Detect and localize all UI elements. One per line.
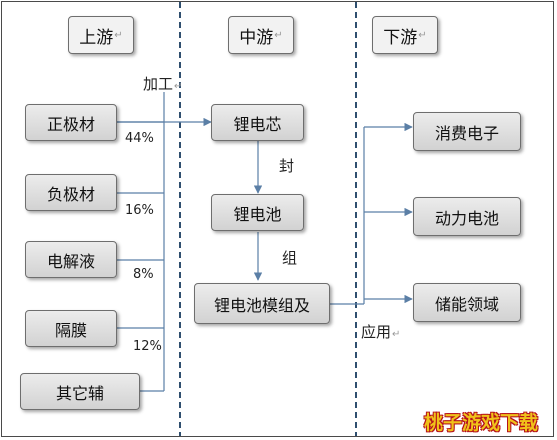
return-mark-icon: ↵: [274, 29, 283, 41]
application-label-text: 应用: [361, 323, 392, 341]
return-mark-icon: ↵: [418, 29, 427, 41]
midstream-item-module: 锂电池模组及: [194, 283, 330, 324]
upstream-item-electrolyte: 电解液: [25, 241, 117, 278]
upstream-item-label: 电解液: [46, 251, 95, 271]
midstream-item-battery: 锂电池: [211, 194, 304, 231]
header-midstream: 中游↵: [228, 16, 294, 54]
upstream-item-label: 隔膜: [54, 320, 87, 340]
upstream-item-other: 其它辅: [20, 373, 140, 410]
percent-cathode: 44%: [125, 131, 154, 146]
process-label-text: 加工: [143, 75, 174, 93]
percent-electrolyte: 8%: [133, 267, 154, 282]
upstream-item-separator: 隔膜: [25, 310, 117, 347]
upstream-item-label: 负极材: [46, 184, 95, 204]
upstream-item-cathode: 正极材: [25, 104, 117, 141]
midstream-item-label: 锂电池模组及: [213, 295, 310, 315]
return-mark-icon: ↵: [114, 29, 123, 41]
percent-anode: 16%: [125, 203, 154, 218]
header-downstream-label: 下游: [383, 27, 418, 48]
midstream-item-label: 锂电池: [233, 204, 282, 224]
downstream-item-label: 储能领域: [434, 294, 499, 314]
process-label: 加工↵: [143, 77, 182, 92]
return-mark-icon: ↵: [174, 81, 183, 92]
midstream-item-cell: 锂电芯: [211, 104, 304, 141]
midstream-item-label: 锂电芯: [233, 114, 282, 134]
header-midstream-label: 中游: [239, 27, 274, 48]
header-downstream: 下游↵: [372, 16, 438, 54]
watermark: 桃子游戏下载: [424, 412, 539, 434]
step-label-assemble: 组: [282, 249, 298, 267]
downstream-item-label: 消费电子: [434, 123, 499, 143]
header-upstream-label: 上游: [79, 27, 114, 48]
application-label: 应用↵: [361, 325, 400, 340]
upstream-item-label: 其它辅: [55, 383, 104, 403]
upstream-item-anode: 负极材: [25, 174, 117, 211]
step-label-seal: 封: [279, 157, 295, 175]
downstream-item-label: 动力电池: [434, 208, 499, 228]
upstream-item-label: 正极材: [46, 114, 95, 134]
downstream-item-storage: 储能领域: [413, 283, 521, 322]
return-mark-icon: ↵: [392, 329, 401, 340]
header-upstream: 上游↵: [68, 16, 134, 54]
downstream-item-consumer: 消费电子: [413, 112, 521, 151]
percent-separator: 12%: [133, 339, 162, 354]
downstream-item-power: 动力电池: [413, 197, 521, 236]
